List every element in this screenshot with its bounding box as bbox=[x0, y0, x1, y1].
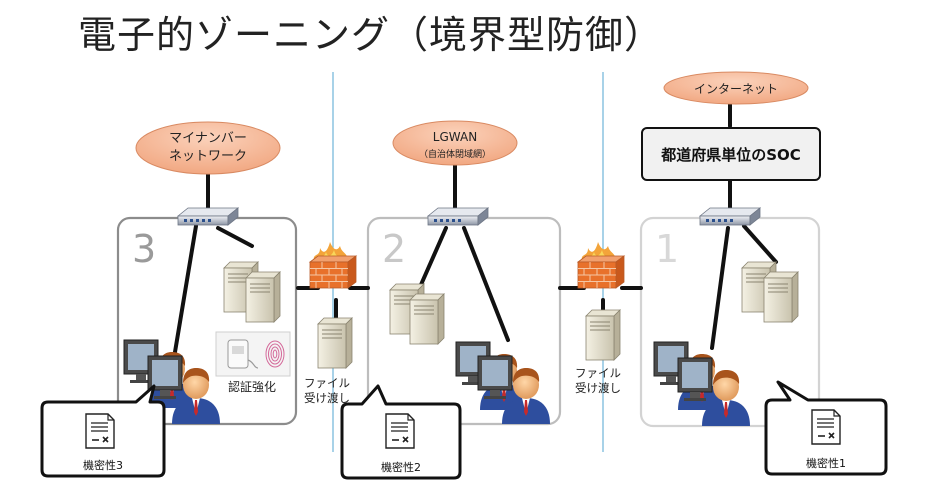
zone-2-number: 2 bbox=[382, 227, 406, 271]
server-icon bbox=[245, 271, 281, 323]
switch-icon bbox=[427, 207, 489, 226]
file-transfer-label-1-line1: ファイル bbox=[304, 376, 350, 390]
auth-devices bbox=[215, 331, 291, 377]
document-icon bbox=[811, 409, 841, 445]
switch-icon bbox=[699, 207, 761, 226]
switch-icon bbox=[177, 207, 239, 226]
server-icon bbox=[763, 271, 799, 323]
confidentiality-2-label: 機密性2 bbox=[381, 460, 421, 474]
internet-label: インターネット bbox=[694, 82, 778, 96]
soc-box bbox=[641, 127, 821, 181]
callout-confidentiality-3: 機密性3 bbox=[40, 384, 166, 478]
transfer-server-icon bbox=[585, 309, 621, 361]
document-icon bbox=[385, 413, 415, 449]
file-transfer-label-2-line1: ファイル bbox=[575, 366, 621, 380]
zone-1-number: 1 bbox=[655, 227, 679, 271]
mynumber-network-cloud: マイナンバー ネットワーク bbox=[135, 121, 281, 175]
auth-label: 認証強化 bbox=[228, 379, 276, 394]
transfer-server-icon bbox=[317, 317, 353, 369]
mynumber-network-label-line1: マイナンバー bbox=[169, 131, 247, 146]
firewall-icon bbox=[309, 241, 357, 289]
fingerprint-icon bbox=[265, 340, 285, 368]
confidentiality-3-label: 機密性3 bbox=[83, 458, 123, 472]
file-transfer-label-1-line2: 受け渡し bbox=[304, 391, 350, 405]
lgwan-sublabel: （自治体閉域網） bbox=[419, 148, 491, 160]
page-title: 電子的ゾーニング（境界型防御） bbox=[78, 13, 664, 57]
document-icon bbox=[85, 413, 115, 449]
lgwan-label: LGWAN bbox=[433, 130, 477, 144]
mynumber-network-label-line2: ネットワーク bbox=[169, 149, 247, 164]
internet-cloud: インターネット bbox=[663, 71, 809, 105]
soc-label: 都道府県単位のSOC bbox=[660, 146, 801, 164]
file-transfer-label-2-line2: 受け渡し bbox=[575, 381, 621, 395]
network-links bbox=[168, 98, 778, 384]
firewall-icon bbox=[577, 241, 625, 289]
zone-3-number: 3 bbox=[132, 227, 156, 271]
server-icon bbox=[409, 293, 445, 345]
callout-confidentiality-2: 機密性2 bbox=[340, 384, 462, 480]
confidentiality-1-label: 機密性1 bbox=[806, 456, 846, 470]
lgwan-cloud: LGWAN （自治体閉域網） bbox=[392, 120, 518, 166]
callout-confidentiality-1: 機密性1 bbox=[764, 380, 888, 476]
